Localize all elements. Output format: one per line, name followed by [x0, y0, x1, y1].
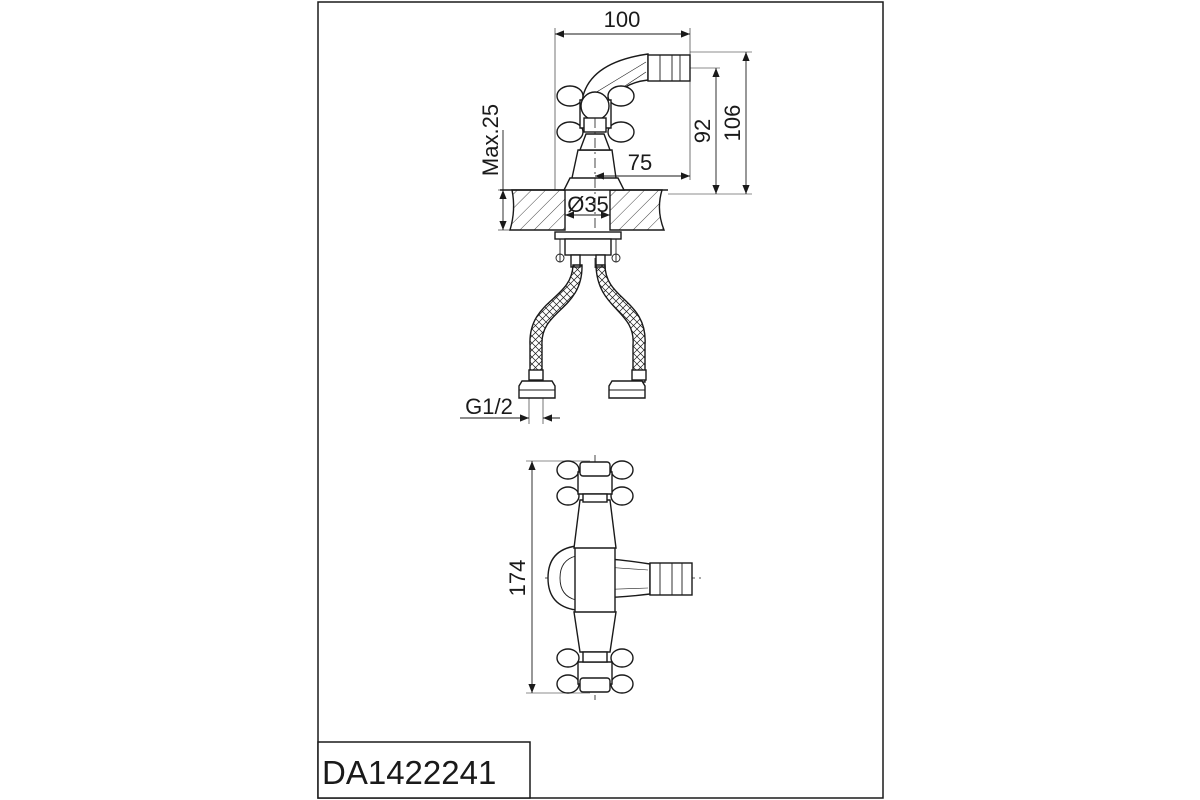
top-view: 174	[505, 455, 705, 700]
side-view: 100 106 92 75 Max.25 Ø35 G1/2	[460, 7, 752, 424]
dim-hole-diameter: Ø35	[567, 192, 609, 217]
dim-handle-span: 174	[505, 560, 530, 597]
top-dimension-line	[526, 460, 590, 694]
dim-spout-height: 92	[690, 119, 715, 143]
flexible-hoses	[518, 264, 647, 399]
counter-section	[500, 189, 668, 231]
mounting-fitting	[554, 231, 622, 268]
dim-connection-thread: G1/2	[465, 394, 513, 419]
dim-spout-reach: 75	[628, 150, 652, 175]
handle-cross	[556, 85, 635, 151]
dim-mount-thickness: Max.25	[478, 104, 503, 176]
model-code: DA1422241	[322, 754, 496, 791]
top-handle-upper	[556, 460, 634, 506]
top-handle-lower	[556, 648, 634, 694]
title-block: DA1422241	[317, 741, 531, 799]
dim-width-total: 100	[604, 7, 641, 32]
dimension-lines	[460, 28, 752, 424]
dim-height-total: 106	[720, 105, 745, 142]
drawing-frame	[317, 1, 884, 799]
